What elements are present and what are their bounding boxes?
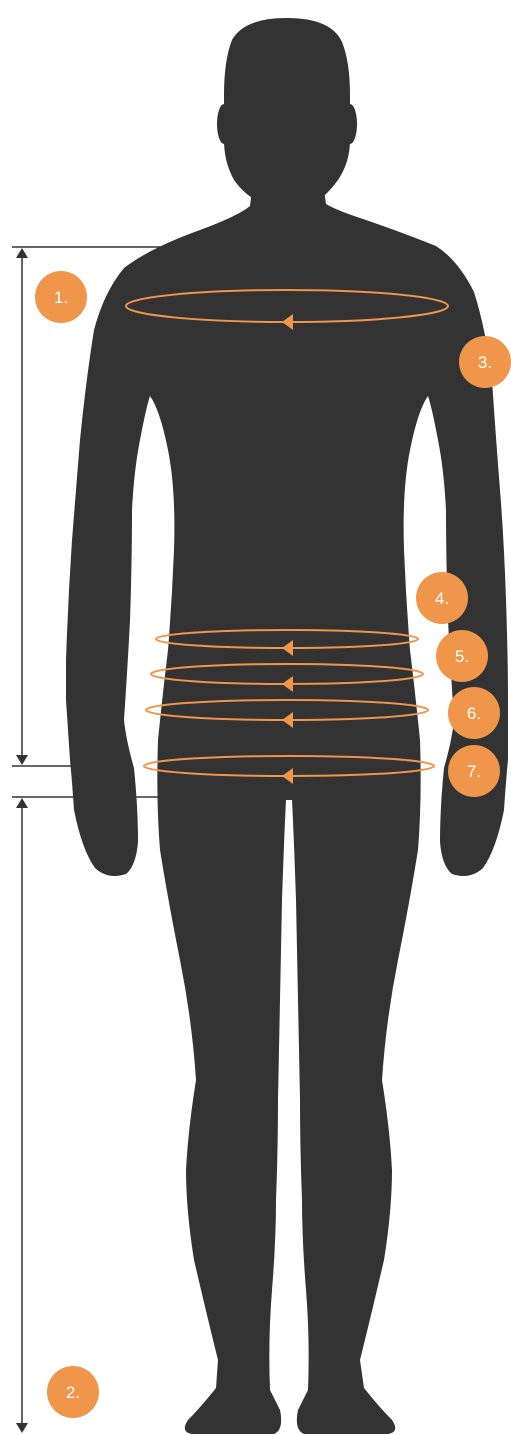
head	[224, 18, 350, 200]
arrow-down-1	[16, 755, 28, 765]
body-silhouette	[66, 18, 508, 1434]
badge-5-label: 5.	[455, 647, 469, 666]
arrow-up-2	[16, 798, 28, 808]
badge-5: 5.	[436, 630, 488, 682]
badge-1-label: 1.	[54, 288, 68, 307]
badge-6: 6.	[448, 687, 500, 739]
ear-left	[217, 104, 231, 144]
ear-right	[343, 104, 357, 144]
badge-3-label: 3.	[478, 353, 492, 372]
arrow-up-1	[16, 248, 28, 258]
badge-2: 2.	[47, 1366, 99, 1418]
badge-2-label: 2.	[66, 1383, 80, 1402]
badge-4-label: 4.	[435, 589, 449, 608]
body-outline	[66, 190, 508, 1434]
badge-4: 4.	[416, 572, 468, 624]
badge-6-label: 6.	[467, 704, 481, 723]
badge-3: 3.	[459, 336, 511, 388]
badge-1: 1.	[35, 271, 87, 323]
badge-7-label: 7.	[467, 762, 481, 781]
arrow-down-2	[16, 1423, 28, 1433]
badge-7: 7.	[448, 745, 500, 797]
